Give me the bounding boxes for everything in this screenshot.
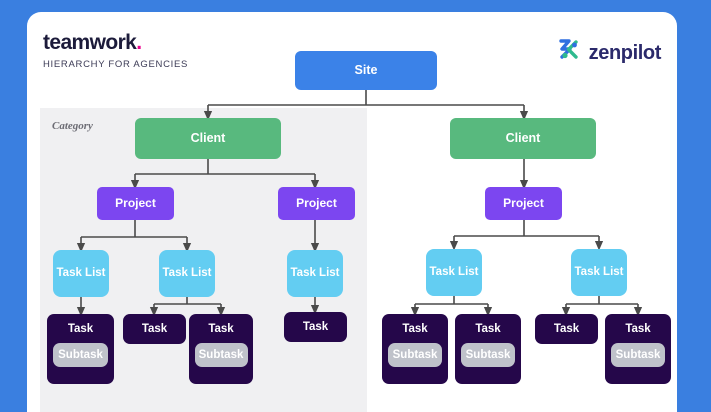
node-task-right-2[interactable]: Task Subtask bbox=[455, 314, 521, 384]
node-tasklist-right-2-label: Task List bbox=[574, 266, 624, 279]
node-subtask-left-1[interactable]: Subtask bbox=[53, 343, 108, 368]
brand-wordmark: teamwork. bbox=[43, 32, 188, 53]
node-subtask-right-1[interactable]: Subtask bbox=[388, 343, 442, 368]
screenshot-stage: teamwork. HIERARCHY FOR AGENCIES zenpilo… bbox=[27, 12, 677, 412]
diagram-card: teamwork. HIERARCHY FOR AGENCIES zenpilo… bbox=[27, 12, 677, 412]
node-client-right[interactable]: Client bbox=[450, 118, 596, 159]
node-task-left-4-label: Task bbox=[302, 321, 329, 333]
zenpilot-wordmark: zenpilot bbox=[588, 41, 662, 64]
brand-dot-icon: . bbox=[136, 31, 142, 54]
node-task-left-4[interactable]: Task bbox=[284, 312, 347, 342]
node-task-right-4-label: Task bbox=[625, 323, 651, 335]
node-tasklist-right-1[interactable]: Task List bbox=[426, 249, 482, 296]
node-task-right-4[interactable]: Task Subtask bbox=[605, 314, 671, 384]
node-project-left-1[interactable]: Project bbox=[97, 187, 174, 220]
node-task-right-2-label: Task bbox=[475, 323, 501, 335]
node-project-left-2-label: Project bbox=[296, 196, 337, 211]
node-task-left-2-label: Task bbox=[141, 323, 168, 335]
node-task-left-2[interactable]: Task bbox=[123, 314, 186, 344]
node-site-label: Site bbox=[354, 62, 378, 77]
zenpilot-mark-icon bbox=[556, 37, 582, 68]
node-task-left-1[interactable]: Task Subtask bbox=[47, 314, 114, 384]
node-tasklist-left-2-label: Task List bbox=[162, 267, 212, 280]
node-task-right-3-label: Task bbox=[553, 323, 580, 335]
node-client-right-label: Client bbox=[505, 130, 541, 145]
node-tasklist-left-1-label: Task List bbox=[56, 267, 106, 280]
node-project-right-1-label: Project bbox=[503, 196, 544, 211]
zenpilot-brand: zenpilot bbox=[556, 37, 661, 68]
node-task-right-1-label: Task bbox=[402, 323, 428, 335]
node-tasklist-left-2[interactable]: Task List bbox=[159, 250, 215, 297]
connector-lines bbox=[76, 90, 643, 317]
node-task-left-3[interactable]: Task Subtask bbox=[189, 314, 253, 384]
node-project-right-1[interactable]: Project bbox=[485, 187, 562, 220]
node-project-left-2[interactable]: Project bbox=[278, 187, 355, 220]
node-subtask-right-4[interactable]: Subtask bbox=[611, 343, 665, 368]
node-task-right-3[interactable]: Task bbox=[535, 314, 598, 344]
node-subtask-left-3[interactable]: Subtask bbox=[194, 343, 248, 368]
node-tasklist-left-1[interactable]: Task List bbox=[53, 250, 109, 297]
teamwork-brand: teamwork. HIERARCHY FOR AGENCIES bbox=[43, 32, 188, 70]
node-task-left-1-label: Task bbox=[67, 323, 94, 335]
node-tasklist-left-3-label: Task List bbox=[290, 267, 340, 280]
node-site[interactable]: Site bbox=[295, 51, 437, 90]
category-label: Category bbox=[52, 120, 93, 132]
node-project-left-1-label: Project bbox=[115, 196, 156, 211]
node-tasklist-right-1-label: Task List bbox=[429, 266, 479, 279]
node-tasklist-left-3[interactable]: Task List bbox=[287, 250, 343, 297]
node-subtask-right-2[interactable]: Subtask bbox=[461, 343, 515, 368]
brand-name-text: teamwork bbox=[43, 31, 137, 54]
node-task-left-3-label: Task bbox=[208, 323, 234, 335]
node-tasklist-right-2[interactable]: Task List bbox=[571, 249, 627, 296]
node-client-left-label: Client bbox=[190, 130, 226, 145]
node-task-right-1[interactable]: Task Subtask bbox=[382, 314, 448, 384]
brand-subtitle: HIERARCHY FOR AGENCIES bbox=[43, 59, 189, 70]
node-client-left[interactable]: Client bbox=[135, 118, 281, 159]
